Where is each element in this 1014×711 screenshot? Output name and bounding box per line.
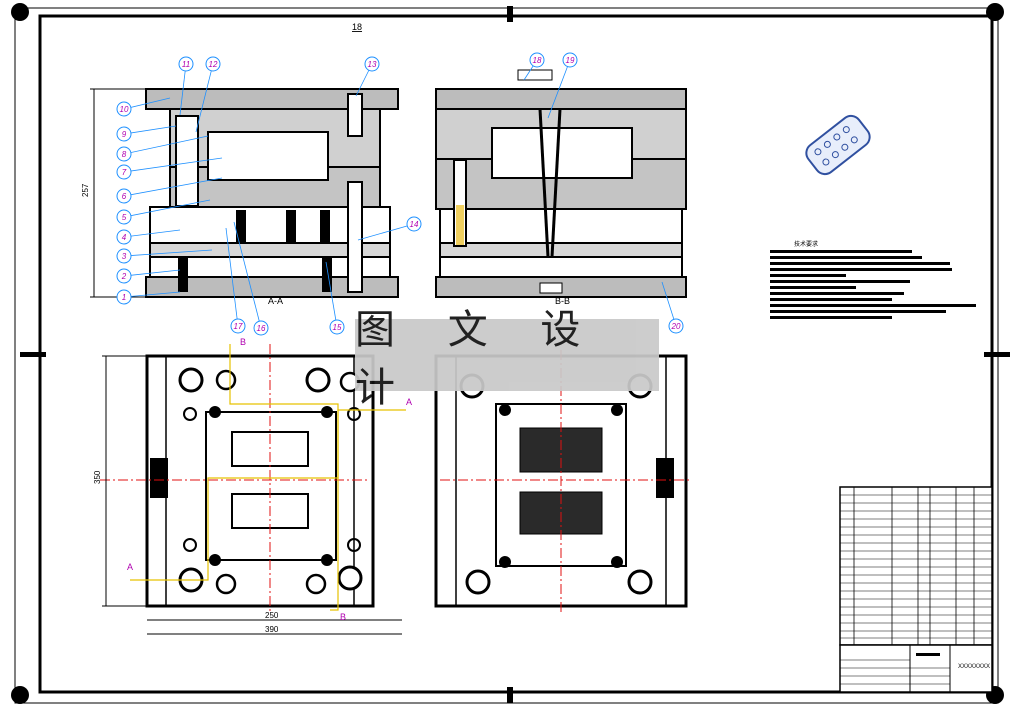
part-balloon	[116, 289, 132, 305]
balloon-leader	[123, 157, 223, 173]
part-balloon-label: 20	[671, 322, 681, 331]
part-balloon	[253, 320, 269, 336]
part-balloon	[116, 188, 132, 204]
part-balloon	[329, 319, 345, 335]
part-balloon-label: 8	[122, 150, 127, 159]
balloon-leader	[123, 229, 181, 238]
part-balloon-label: 19	[566, 56, 575, 65]
part-balloon-label: 10	[120, 105, 129, 114]
part-balloon-label: 14	[410, 220, 419, 229]
watermark: 图 文 设 计	[355, 307, 659, 411]
part-balloon-label: 3	[122, 252, 127, 261]
watermark-text: 图 文 设 计	[355, 307, 601, 411]
part-balloon	[116, 229, 132, 245]
part-balloon	[205, 56, 221, 72]
part-balloon-label: 2	[121, 272, 127, 281]
dim-outer-width: 390	[265, 625, 279, 634]
part-balloon-label: 13	[368, 60, 377, 69]
balloon-leader	[325, 261, 338, 328]
part-balloon	[562, 52, 578, 68]
part-isometric	[805, 114, 871, 176]
title-block	[839, 644, 993, 693]
balloon-leader	[123, 249, 213, 257]
plan-view-moving-half	[434, 350, 690, 612]
part-balloon-label: 18	[533, 56, 542, 65]
balloon-leader	[661, 281, 677, 327]
balloon-leader	[233, 221, 262, 329]
sheet-number: 18	[352, 22, 362, 32]
part-balloon	[529, 52, 545, 68]
balloon-leader	[357, 223, 415, 241]
drawing-code: XXXXXXXX	[958, 664, 990, 670]
part-balloon-label: 6	[122, 192, 127, 201]
balloon-leader	[179, 63, 187, 116]
part-balloon	[116, 146, 132, 162]
dim-height-left: 257	[81, 183, 90, 197]
part-balloon	[116, 209, 132, 225]
part-balloon	[364, 56, 380, 72]
part-balloon	[116, 164, 132, 180]
tech-requirements-lines	[770, 250, 976, 319]
part-balloon	[116, 268, 132, 284]
part-balloon	[116, 126, 132, 142]
part-balloon-label: 5	[122, 213, 127, 222]
balloon-leader	[547, 59, 571, 119]
part-balloon	[406, 216, 422, 232]
part-balloon-label: 11	[182, 60, 190, 69]
part-balloon	[178, 56, 194, 72]
dim-plan-height: 350	[93, 470, 102, 484]
balloon-leader	[123, 291, 181, 298]
part-balloon-label: 16	[257, 324, 266, 333]
balloon-leader	[123, 199, 211, 218]
part-balloon-label: 17	[234, 322, 243, 331]
part-balloon	[116, 101, 132, 117]
plan-view-fixed-half	[100, 344, 406, 635]
part-balloon-label: 15	[333, 323, 342, 332]
section-arrow-a-left: A	[127, 562, 133, 572]
balloon-leader	[123, 269, 181, 277]
part-balloon-label: 9	[122, 130, 127, 139]
part-balloon-label: 1	[122, 293, 126, 302]
balloon-leader	[123, 97, 171, 110]
balloon-leader	[195, 63, 214, 133]
balloon-leader	[123, 125, 177, 135]
section-arrow-b-bottom: B	[340, 612, 346, 622]
section-arrow-a-right: A	[406, 397, 412, 407]
tech-requirements-title: 技术要求	[794, 240, 818, 248]
balloon-leader	[123, 177, 223, 197]
part-balloon	[230, 318, 246, 334]
bill-of-materials	[839, 486, 993, 646]
section-arrow-b-top: B	[240, 337, 246, 347]
section-view-bb	[435, 69, 687, 298]
section-label-bb: B-B	[555, 296, 570, 306]
balloon-leader	[123, 135, 209, 155]
part-balloon	[668, 318, 684, 334]
section-label-aa: A-A	[268, 296, 283, 306]
dim-inner-width: 250	[265, 611, 279, 620]
part-balloon-label: 12	[209, 60, 218, 69]
border-marks	[11, 3, 1010, 704]
balloon-leader	[225, 227, 239, 327]
part-balloon-label: 7	[122, 168, 127, 177]
part-balloon-label: 4	[122, 233, 127, 242]
section-view-aa	[90, 88, 399, 298]
part-balloon	[116, 248, 132, 264]
